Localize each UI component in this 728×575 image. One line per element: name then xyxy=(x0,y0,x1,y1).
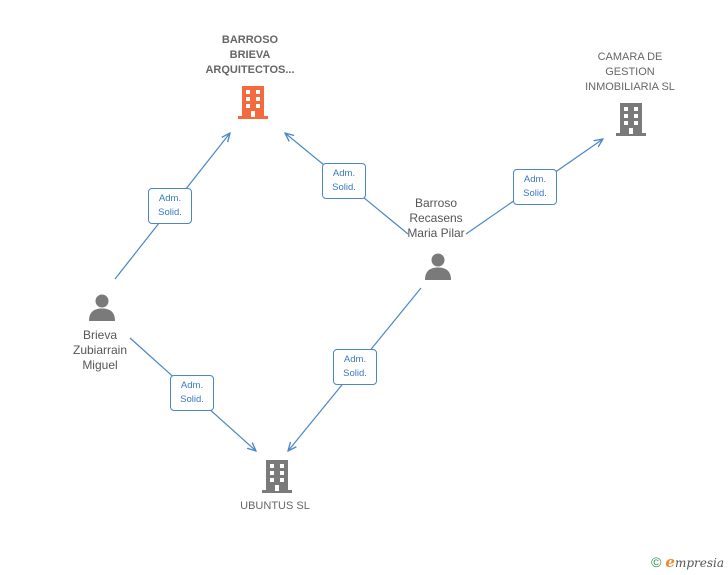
brand-logo: empresia xyxy=(665,553,724,571)
company-label-barroso-brieva[interactable]: BARROSO BRIEVA ARQUITECTOS... xyxy=(205,34,295,76)
company-label-ubuntus[interactable]: UBUNTUS SL xyxy=(240,500,310,512)
building-icon[interactable] xyxy=(236,84,270,120)
edge-label-recasens-to-barroso-brieva[interactable]: Adm. Solid. xyxy=(322,163,366,199)
building-icon[interactable] xyxy=(614,101,648,137)
edge-label-recasens-to-ubuntus[interactable]: Adm. Solid. xyxy=(333,349,377,385)
copyright-icon: © xyxy=(651,554,662,570)
person-label-brieva-zubiarrain[interactable]: Brieva Zubiarrain Miguel xyxy=(72,328,128,372)
person-label-barroso-recasens[interactable]: Barroso Recasens Maria Pilar xyxy=(407,196,465,240)
person-icon[interactable] xyxy=(423,251,453,281)
edge-label-brieva-to-ubuntus[interactable]: Adm. Solid. xyxy=(170,375,214,411)
company-label-camara-gestion[interactable]: CAMARA DE GESTION INMOBILIARIA SL xyxy=(585,51,675,93)
edge-label-recasens-to-camara[interactable]: Adm. Solid. xyxy=(513,169,557,205)
person-icon[interactable] xyxy=(87,292,117,322)
edge-label-brieva-to-barroso-brieva[interactable]: Adm. Solid. xyxy=(148,188,192,224)
building-icon[interactable] xyxy=(260,458,294,494)
footer-brand: © empresia xyxy=(651,553,724,571)
